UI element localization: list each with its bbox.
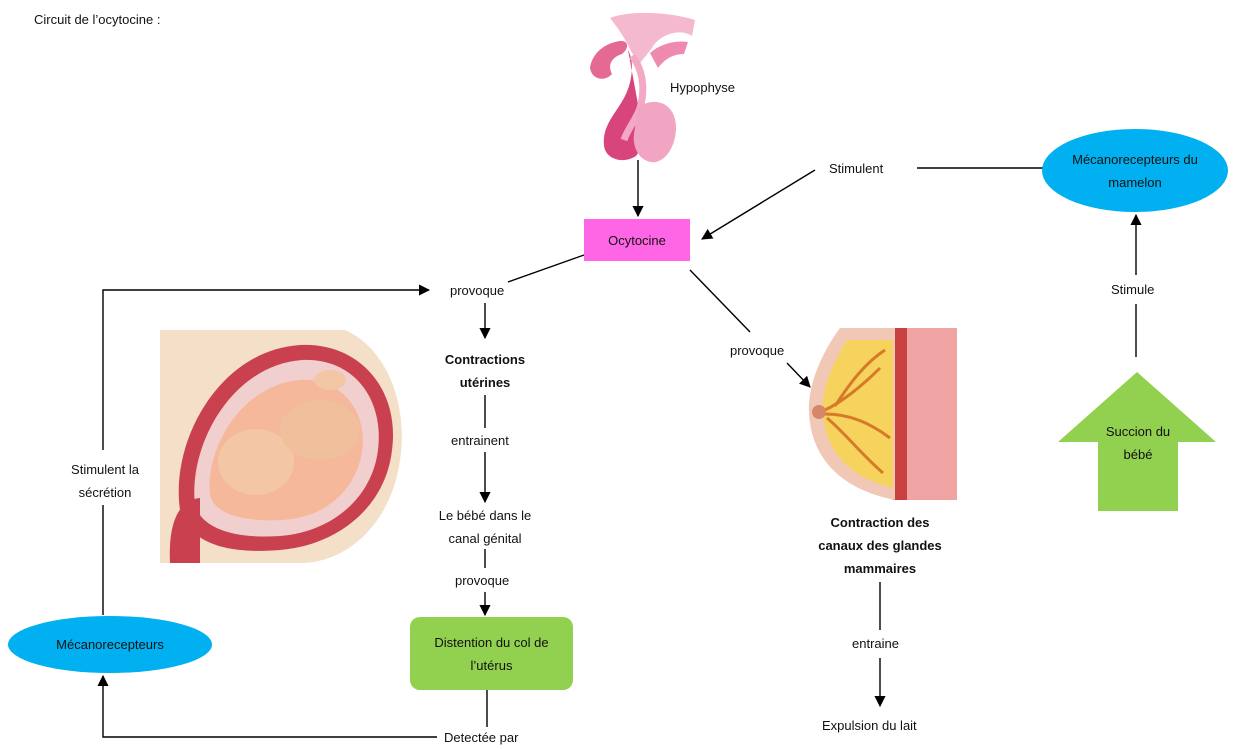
- mecanorecepteurs-label: Mécanorecepteurs: [56, 633, 164, 656]
- bebe-canal-line1: Le bébé dans le: [420, 504, 550, 527]
- node-mecanorecepteurs-mamelon: Mécanorecepteurs du mamelon: [1042, 129, 1228, 212]
- node-succion-label: Succion du bébé: [1098, 420, 1178, 466]
- arrow-detectee-mecanorecepteurs: [103, 676, 437, 737]
- contractions-line1: Contractions: [425, 348, 545, 371]
- contraction-canaux-line3: mammaires: [800, 557, 960, 580]
- label-entrainent: entrainent: [451, 429, 509, 452]
- node-mecanorecepteurs: Mécanorecepteurs: [8, 616, 212, 673]
- node-contraction-canaux: Contraction des canaux des glandes mamma…: [800, 511, 960, 580]
- contractions-line2: utérines: [425, 371, 545, 394]
- mammary-gland-illustration: [805, 328, 957, 500]
- label-stimule: Stimule: [1111, 278, 1154, 301]
- node-expulsion-lait: Expulsion du lait: [822, 714, 917, 737]
- stimulent-secretion-line1: Stimulent la: [40, 458, 170, 481]
- line-ocytocine-provoque-left: [508, 255, 584, 282]
- succion-line2: bébé: [1124, 443, 1153, 466]
- distention-line2: l’utérus: [471, 654, 513, 677]
- bebe-canal-line2: canal génital: [420, 527, 550, 550]
- meca-mamelon-line1: Mécanorecepteurs du: [1072, 148, 1198, 171]
- diagram-title: Circuit de l’ocytocine :: [34, 8, 160, 31]
- fetus-in-uterus-illustration: [160, 330, 408, 563]
- label-detectee-par: Detectée par: [444, 726, 518, 749]
- label-stimulent-top: Stimulent: [829, 157, 883, 180]
- arrow-stimulent-ocytocine: [702, 170, 815, 239]
- succion-line1: Succion du: [1106, 420, 1170, 443]
- contraction-canaux-line1: Contraction des: [800, 511, 960, 534]
- node-ocytocine: Ocytocine: [584, 219, 690, 261]
- label-hypophyse: Hypophyse: [670, 76, 735, 99]
- ocytocine-label: Ocytocine: [608, 229, 666, 252]
- stimulent-secretion-line2: sécrétion: [40, 481, 170, 504]
- line-ocytocine-provoque-right: [690, 270, 750, 332]
- meca-mamelon-line2: mamelon: [1108, 171, 1161, 194]
- distention-line1: Distention du col de: [434, 631, 548, 654]
- label-entraine: entraine: [852, 632, 899, 655]
- node-contractions-uterines: Contractions utérines: [425, 348, 545, 394]
- label-provoque-right: provoque: [730, 339, 784, 362]
- label-provoque-mid: provoque: [455, 569, 509, 592]
- node-bebe-canal-genital: Le bébé dans le canal génital: [420, 504, 550, 550]
- contraction-canaux-line2: canaux des glandes: [800, 534, 960, 557]
- node-distention-col: Distention du col de l’utérus: [410, 617, 573, 690]
- label-stimulent-secretion: Stimulent la sécrétion: [40, 458, 170, 504]
- label-provoque-left: provoque: [450, 279, 504, 302]
